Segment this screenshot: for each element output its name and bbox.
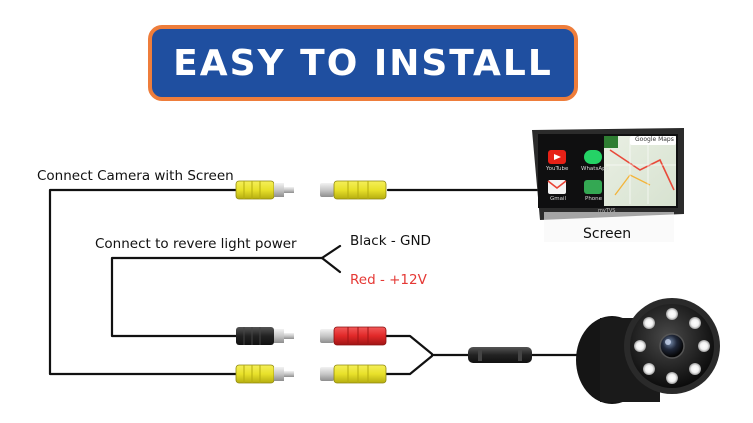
app-label-phone: Phone (585, 196, 603, 202)
rca-jack-yellow-top-right (320, 180, 387, 200)
car-head-unit (532, 128, 684, 242)
reversing-camera (576, 298, 720, 404)
cable-junction-connector (468, 347, 532, 363)
rca-plug-black (236, 327, 294, 345)
led-light-icon (634, 340, 646, 352)
app-label-gmail: Gmail (550, 196, 567, 202)
app-label-whatsapp: WhatsApp (581, 166, 610, 172)
title-banner: EASY TO INSTALL (148, 25, 578, 101)
red-to-merge (384, 334, 434, 356)
label-red-12v: Red - +12V (350, 272, 427, 288)
rca-jack-red (320, 326, 387, 346)
label-black-gnd: Black - GND (350, 233, 431, 249)
rca-plug-yellow-top-left (235, 180, 294, 200)
led-light-icon (666, 308, 678, 320)
led-light-icon (689, 317, 701, 329)
phone-icon (584, 180, 602, 194)
label-connect-power: Connect to revere light power (95, 236, 297, 252)
led-light-icon (698, 340, 710, 352)
camera-video-wire (48, 188, 240, 376)
yellow-to-merge (384, 354, 434, 376)
power-split-black (320, 244, 342, 260)
camera-lens-icon (659, 333, 685, 359)
led-light-icon (643, 317, 655, 329)
screen-footer-brand: myTVS (598, 208, 616, 214)
whatsapp-icon (584, 150, 602, 164)
led-light-icon (643, 363, 655, 375)
power-wire-loop (110, 256, 324, 338)
rca-plug-yellow-bottom-left (235, 364, 294, 384)
led-light-icon (666, 372, 678, 384)
rca-jack-yellow-bottom-right (320, 364, 387, 384)
label-connect-camera: Connect Camera with Screen (37, 168, 234, 184)
app-label-youtube: YouTube (546, 166, 569, 172)
back-arrow-icon (604, 136, 618, 148)
banner-title: EASY TO INSTALL (173, 42, 553, 84)
power-split-red (320, 256, 342, 274)
maps-label: Google Maps (635, 136, 674, 143)
label-screen: Screen (583, 226, 632, 242)
led-light-icon (689, 363, 701, 375)
